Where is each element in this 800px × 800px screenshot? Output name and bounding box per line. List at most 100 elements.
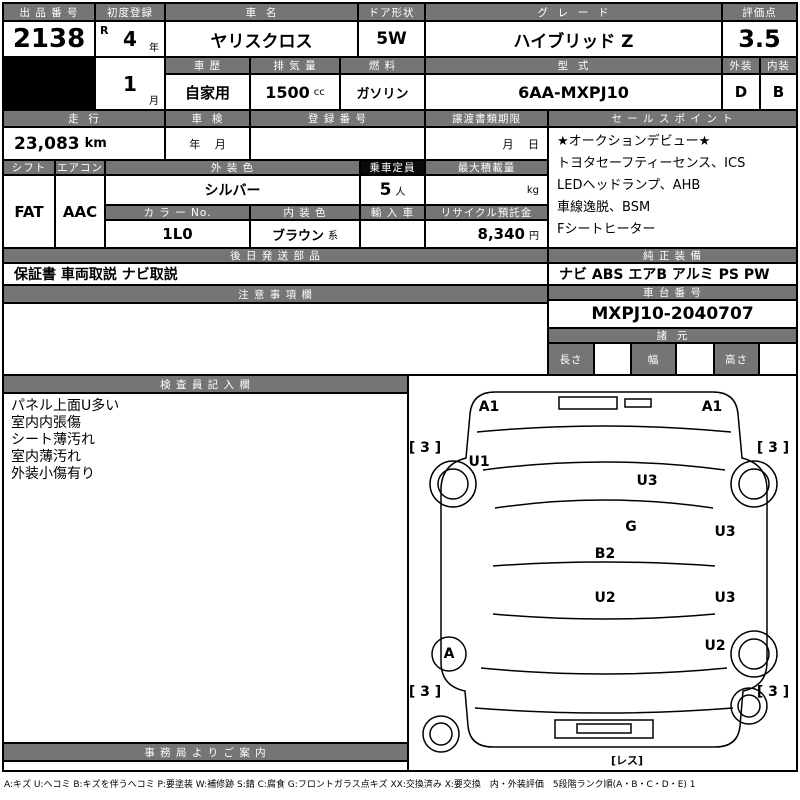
door-shape-value: 5W — [358, 21, 425, 57]
genuine-equipment-value: ナビ ABS エアB アルミ PS PW — [548, 263, 797, 285]
model-code-value: 6AA-MXPJ10 — [425, 74, 722, 110]
damage-mark: U1 — [468, 454, 490, 470]
damage-mark: [レス] — [610, 754, 644, 767]
car-name-label: 車 名 — [165, 3, 358, 21]
transfer-deadline-label: 譲渡書類期限 — [425, 110, 548, 127]
text-line: 車線逸脱、BSM — [557, 200, 651, 215]
displacement-value: 1500 — [265, 82, 310, 102]
damage-mark: A — [443, 646, 455, 662]
model-code-label: 型 式 — [425, 57, 722, 74]
damage-mark: G — [625, 519, 637, 535]
sales-points-label: セ ー ル ス ポ イ ン ト — [548, 110, 797, 127]
grade-value: ハイブリッド Z — [425, 21, 722, 57]
first-registration-month: 1 — [123, 71, 137, 96]
text-line: Fシートヒーター — [557, 222, 656, 237]
text-line: 室内内張傷 — [11, 415, 81, 431]
exterior-color-value: シルバー — [105, 175, 360, 205]
registration-number-label: 登 録 番 号 — [250, 110, 425, 127]
later-shipping-label: 後 日 発 送 部 品 — [3, 248, 548, 263]
imported-label: 輸 入 車 — [360, 205, 425, 220]
recycle-deposit-label: リサイクル預託金 — [425, 205, 548, 220]
recycle-deposit-value-cell: 8,340 円 — [425, 220, 548, 248]
max-load-value-cell: kg — [425, 175, 548, 205]
car-name-value: ヤリスクロス — [165, 21, 358, 57]
damage-mark: B2 — [594, 546, 616, 562]
first-registration-year: 4 — [123, 27, 137, 51]
inspector-notes-label: 検 査 員 記 入 欄 — [3, 375, 408, 393]
shift-label: シフト — [3, 160, 55, 175]
fuel-value: ガソリン — [340, 74, 425, 110]
first-registration-label: 初度登録 — [95, 3, 165, 21]
interior-color-value-cell: ブラウン 系 — [250, 220, 360, 248]
capacity-label: 乗車定員 — [360, 160, 425, 175]
caution-body — [3, 303, 548, 375]
interior-color-suffix: 系 — [328, 230, 338, 242]
mileage-value-cell: 23,083 km — [3, 127, 165, 160]
damage-mark: U3 — [636, 473, 658, 489]
lot-number-label: 出 品 番 号 — [3, 3, 95, 21]
width-value — [676, 343, 714, 375]
length-label: 長さ — [548, 343, 594, 375]
displacement-unit: cc — [313, 86, 325, 98]
mileage-value: 23,083 — [14, 133, 80, 154]
text-line: トヨタセーフティーセンス、ICS — [557, 156, 746, 171]
text-line: シート薄汚れ — [11, 432, 95, 448]
damage-mark: U2 — [704, 638, 726, 654]
capacity-unit: 人 — [395, 186, 406, 198]
color-number-value: 1L0 — [105, 220, 250, 248]
height-value — [759, 343, 797, 375]
displacement-label: 排 気 量 — [250, 57, 340, 74]
era-letter: R — [100, 24, 109, 37]
interior-color-value: ブラウン — [271, 228, 324, 244]
year-unit: 年 — [149, 43, 159, 54]
damage-mark: [ 3 ] — [756, 440, 790, 456]
damage-mark: A1 — [478, 399, 500, 415]
door-shape-label: ドア形状 — [358, 3, 425, 21]
fuel-label: 燃 料 — [340, 57, 425, 74]
black-box — [3, 57, 95, 110]
interior-color-label: 内 装 色 — [250, 205, 360, 220]
shift-value: FAT — [3, 175, 55, 248]
mileage-unit: km — [84, 136, 107, 151]
imported-value — [360, 220, 425, 248]
legend-text: A:キズ U:ヘコミ B:キズを伴うヘコミ P:要塗装 W:補修跡 S:錆 C:… — [4, 780, 696, 790]
damage-mark: A1 — [701, 399, 723, 415]
office-info-label: 事 務 局 よ り ご 案 内 — [3, 743, 408, 761]
damage-mark: [ 3 ] — [756, 684, 790, 700]
damage-mark: U3 — [714, 590, 736, 606]
text-line: 外装小傷有り — [11, 466, 95, 482]
interior-grade-value: B — [760, 74, 797, 110]
width-label: 幅 — [631, 343, 676, 375]
month-unit: 月 — [149, 96, 159, 107]
inspection-label: 車 検 — [165, 110, 250, 127]
exterior-grade-value: D — [722, 74, 760, 110]
length-value — [594, 343, 631, 375]
recycle-deposit-unit: 円 — [529, 230, 539, 242]
aircon-value: AAC — [55, 175, 105, 248]
text-line: ★オークションデビュー★ — [557, 134, 711, 149]
caution-label: 注 意 事 項 欄 — [3, 285, 548, 303]
exterior-color-label: 外 装 色 — [105, 160, 360, 175]
chassis-number-value: MXPJ10-2040707 — [548, 300, 797, 328]
interior-grade-label: 内装 — [760, 57, 797, 74]
max-load-label: 最大積載量 — [425, 160, 548, 175]
car-body-outline — [440, 391, 768, 748]
damage-mark: U2 — [594, 590, 616, 606]
first-registration-month-cell: 1 月 — [95, 57, 165, 110]
score-value: 3.5 — [722, 21, 797, 57]
car-history-value: 自家用 — [165, 74, 250, 110]
inspection-value: 年 月 — [165, 127, 250, 160]
score-label: 評価点 — [722, 3, 797, 21]
wheel-circles — [422, 460, 778, 753]
lot-number-value: 2138 — [3, 21, 95, 57]
damage-mark: [ 3 ] — [408, 684, 442, 700]
later-shipping-value: 保証書 車両取説 ナビ取説 — [3, 263, 548, 285]
damage-mark: [ 3 ] — [408, 440, 442, 456]
capacity-value-cell: 5 人 — [360, 175, 425, 205]
genuine-equipment-label: 純 正 装 備 — [548, 248, 797, 263]
color-number-label: カ ラ ー No. — [105, 205, 250, 220]
transfer-deadline-value: 月 日 — [425, 127, 548, 160]
displacement-value-cell: 1500 cc — [250, 74, 340, 110]
